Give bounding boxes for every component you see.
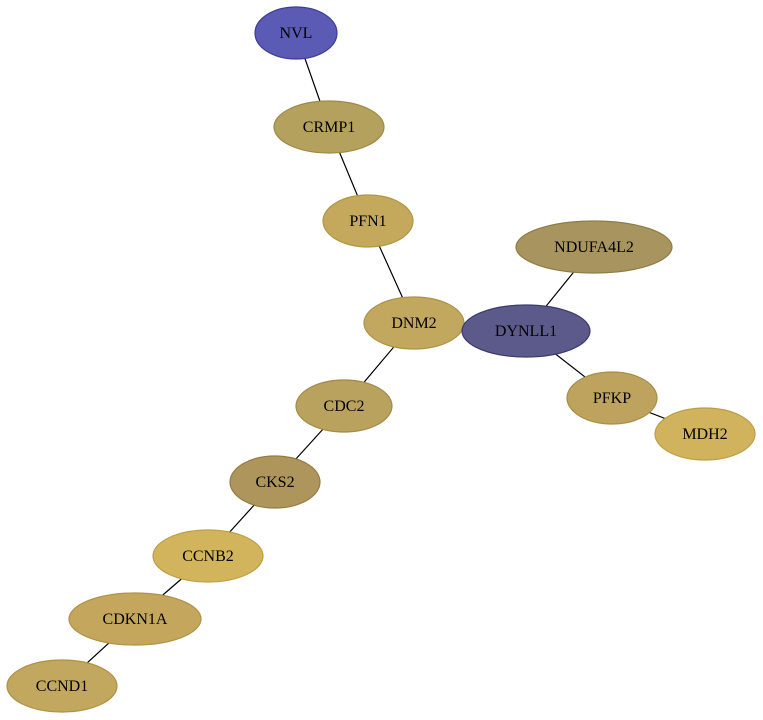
node-dnm2[interactable]: DNM2	[363, 296, 465, 350]
node-label: PFKP	[593, 390, 631, 407]
node-pfn1[interactable]: PFN1	[322, 194, 414, 248]
node-crmp1[interactable]: CRMP1	[273, 100, 385, 154]
node-nvl[interactable]: NVL	[254, 6, 338, 60]
node-dynll1[interactable]: DYNLL1	[461, 304, 591, 358]
node-cdkn1a[interactable]: CDKN1A	[68, 592, 202, 646]
node-pfkp[interactable]: PFKP	[566, 371, 658, 425]
node-label: CDC2	[324, 398, 365, 415]
node-label: CDKN1A	[103, 611, 168, 628]
node-ellipse[interactable]	[322, 194, 414, 248]
node-ellipse[interactable]	[254, 6, 338, 60]
node-label: CRMP1	[303, 119, 355, 136]
node-ellipse[interactable]	[6, 659, 118, 713]
node-label: NDUFA4L2	[554, 239, 634, 256]
node-label: CKS2	[255, 474, 294, 491]
node-ellipse[interactable]	[654, 407, 756, 461]
node-ellipse[interactable]	[229, 455, 321, 509]
node-ellipse[interactable]	[273, 100, 385, 154]
node-ellipse[interactable]	[152, 529, 264, 583]
node-ndufa4l2[interactable]: NDUFA4L2	[515, 220, 673, 274]
node-label: PFN1	[349, 213, 386, 230]
node-label: DYNLL1	[495, 323, 557, 340]
node-ccnb2[interactable]: CCNB2	[152, 529, 264, 583]
node-mdh2[interactable]: MDH2	[654, 407, 756, 461]
node-label: MDH2	[682, 426, 727, 443]
node-label: DNM2	[391, 315, 436, 332]
node-ellipse[interactable]	[461, 304, 591, 358]
node-label: NVL	[280, 25, 313, 42]
node-ellipse[interactable]	[295, 379, 393, 433]
node-ellipse[interactable]	[68, 592, 202, 646]
node-cks2[interactable]: CKS2	[229, 455, 321, 509]
node-ellipse[interactable]	[566, 371, 658, 425]
node-cdc2[interactable]: CDC2	[295, 379, 393, 433]
node-ccnd1[interactable]: CCND1	[6, 659, 118, 713]
node-ellipse[interactable]	[515, 220, 673, 274]
node-ellipse[interactable]	[363, 296, 465, 350]
node-label: CCNB2	[182, 548, 234, 565]
node-label: CCND1	[36, 678, 88, 695]
